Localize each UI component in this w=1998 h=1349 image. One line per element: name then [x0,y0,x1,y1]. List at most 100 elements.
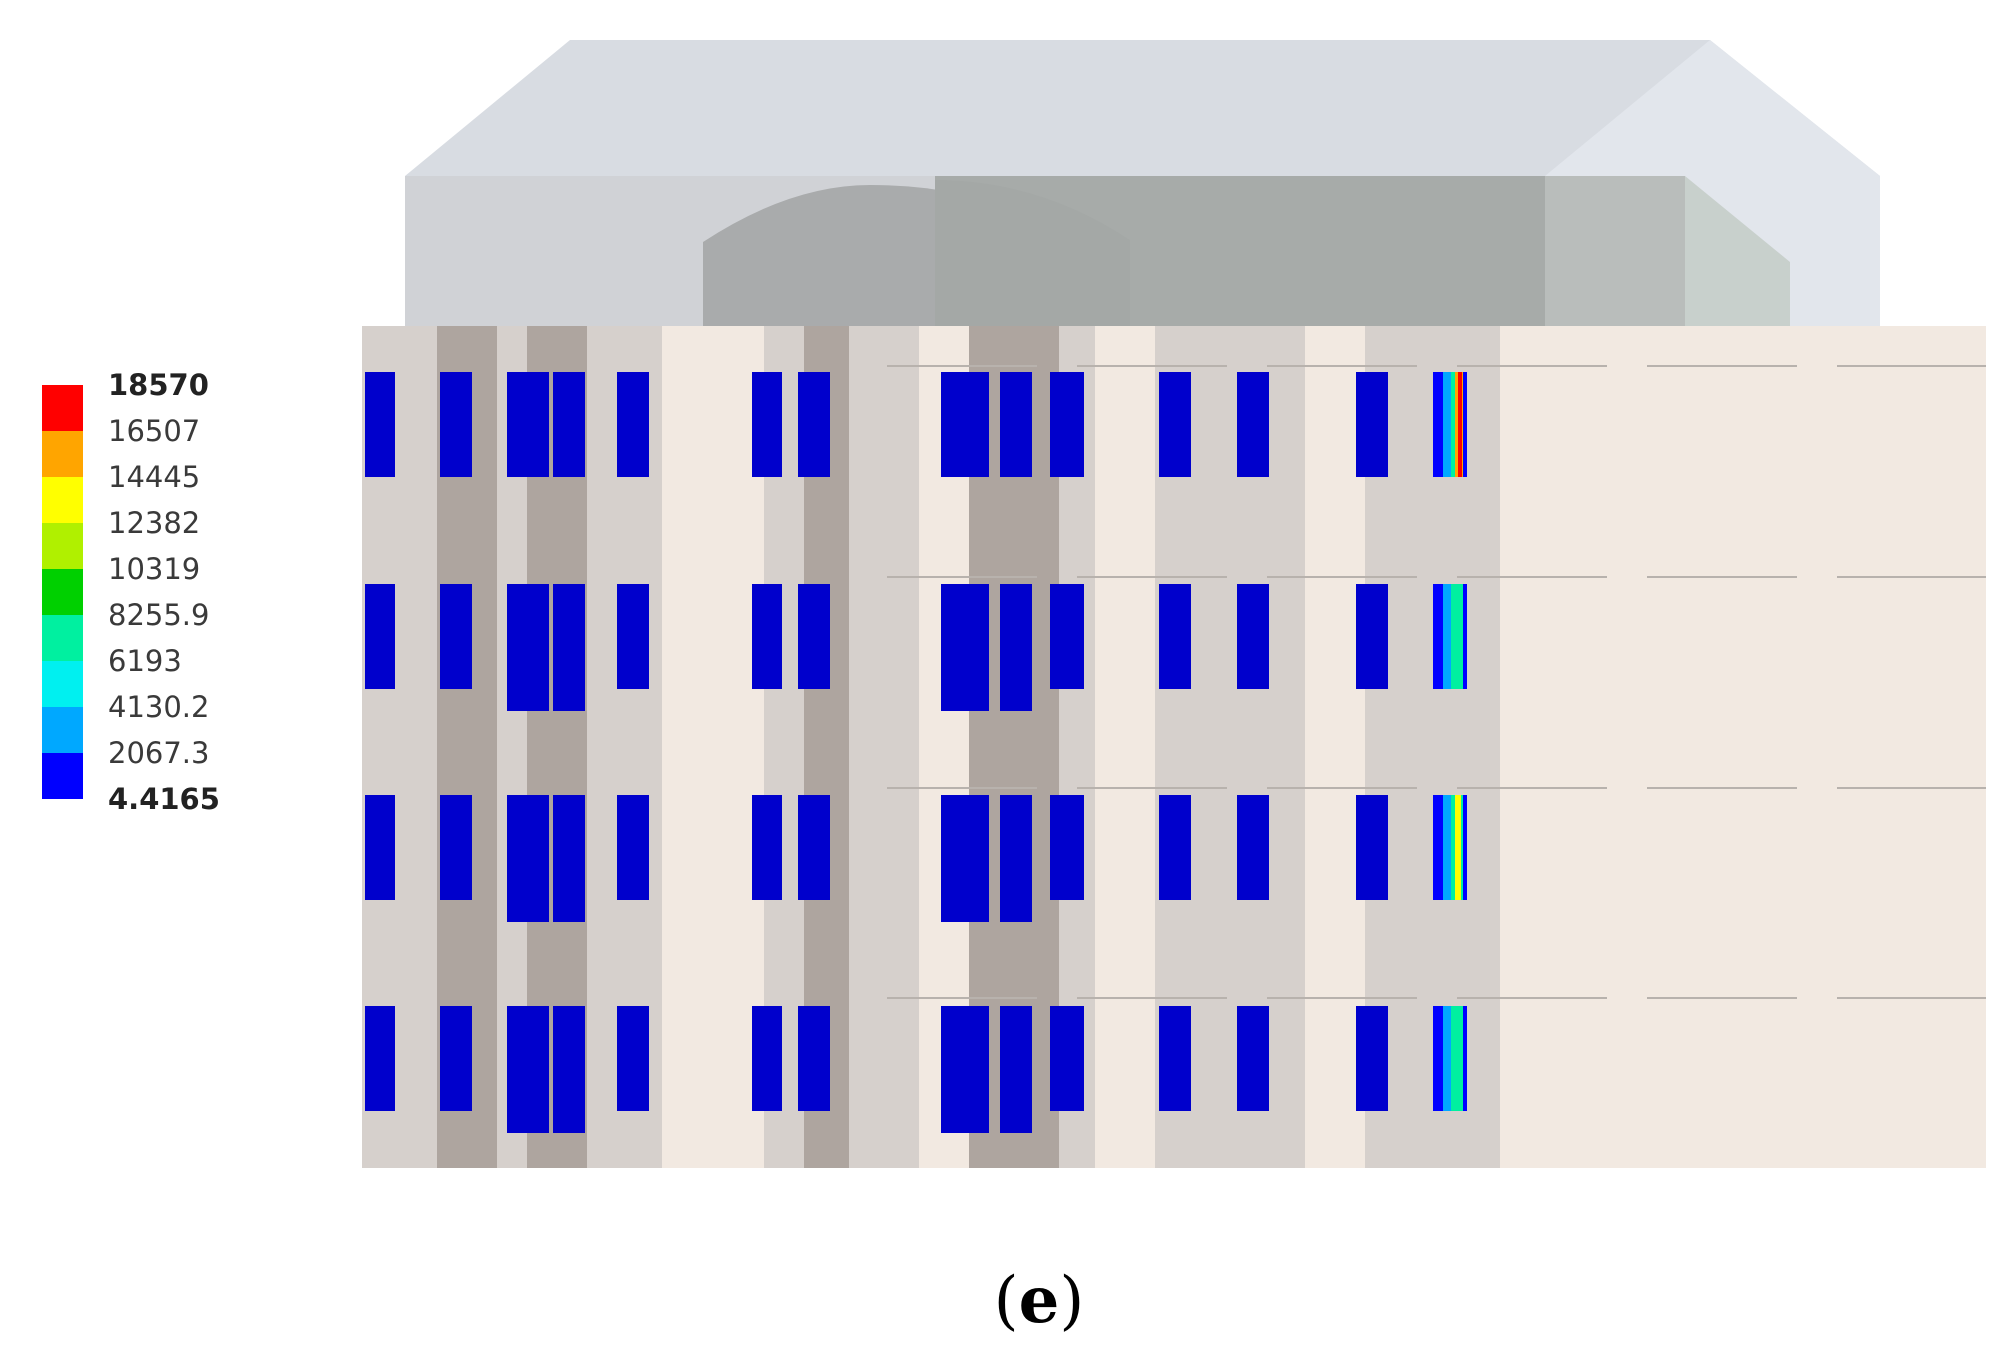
window-pane [1050,584,1084,689]
facade-strip [1500,326,1986,1168]
window-pane [798,372,830,477]
facade-strip [1095,326,1155,1168]
window-pane [440,795,472,900]
window-pane [1000,795,1032,900]
window-pane-extension [941,689,989,711]
window-pane [1159,372,1191,477]
window-pane [798,584,830,689]
window-pane-extension [1000,1111,1032,1133]
window-pane [617,584,649,689]
window-pane [1000,584,1032,689]
window-pane [752,795,782,900]
contour-band [1451,1006,1463,1111]
contour-band [1463,372,1467,477]
window-pane [752,372,782,477]
contour-band [1463,584,1467,689]
window-pane [1050,1006,1084,1111]
legend-swatch [42,615,83,661]
window-pane [553,1006,585,1111]
window-pane [440,1006,472,1111]
contour-band [1455,795,1461,900]
window-pane [1159,795,1191,900]
window-pane [1356,795,1388,900]
window-pane [617,372,649,477]
window-pane-extension [1000,900,1032,922]
window-pane [1237,372,1269,477]
window-pane [1000,372,1032,477]
window-pane-extension [1000,689,1032,711]
window-pane [1159,1006,1191,1111]
contour-band [1451,584,1463,689]
legend-swatch [42,431,83,477]
contour-window [1433,795,1467,900]
window-pane-extension [507,689,549,711]
window-pane [798,795,830,900]
legend-swatch [42,753,83,799]
facade-strip [849,326,919,1168]
roof-green-block [1685,176,1790,326]
roof-mid-block [1545,176,1685,326]
window-pane [941,372,989,477]
contour-window [1433,584,1467,689]
legend-label: 2067.3 [108,736,209,770]
contour-window [1433,1006,1467,1111]
window-pane-extension [553,900,585,922]
window-pane [1356,372,1388,477]
legend-label: 14445 [108,460,200,494]
legend-swatch [42,661,83,707]
legend-label: 12382 [108,506,200,540]
legend-label: 16507 [108,414,200,448]
figure-caption: (e) [994,1263,1085,1338]
window-pane-extension [941,900,989,922]
window-pane [617,795,649,900]
window-pane-extension [553,1111,585,1133]
legend-label: 4130.2 [108,690,209,724]
window-pane [798,1006,830,1111]
window-pane [1000,1006,1032,1111]
roof-volume [405,40,1880,326]
legend-swatch [42,477,83,523]
window-pane [1050,372,1084,477]
window-pane [1050,795,1084,900]
facade-strip [662,326,764,1168]
legend-label: 18570 [108,368,209,402]
window-pane [1237,1006,1269,1111]
window-pane [507,584,549,689]
window-pane [365,1006,395,1111]
window-pane [507,1006,549,1111]
window-pane [752,584,782,689]
roof-top-face [405,40,1880,176]
window-pane [1159,584,1191,689]
legend-swatch [42,523,83,569]
window-pane [617,1006,649,1111]
window-pane [365,584,395,689]
legend-label: 6193 [108,644,182,678]
window-pane [752,1006,782,1111]
window-pane [553,795,585,900]
legend-swatch [42,385,83,431]
window-pane [1237,795,1269,900]
legend-label: 8255.9 [108,598,209,632]
legend-label: 10319 [108,552,200,586]
window-pane [440,372,472,477]
window-pane [440,584,472,689]
window-pane [941,1006,989,1111]
window-pane [507,795,549,900]
window-pane [941,584,989,689]
window-pane [941,795,989,900]
legend-swatch [42,569,83,615]
window-pane [553,372,585,477]
contour-band [1463,1006,1467,1111]
window-pane-extension [553,689,585,711]
window-pane [1237,584,1269,689]
windows [365,372,1467,1133]
window-pane-extension [941,1111,989,1133]
window-pane-extension [507,900,549,922]
legend-label: 4.4165 [108,782,220,816]
window-pane [1356,1006,1388,1111]
window-pane [365,795,395,900]
contour-window [1433,372,1467,477]
window-pane-extension [507,1111,549,1133]
